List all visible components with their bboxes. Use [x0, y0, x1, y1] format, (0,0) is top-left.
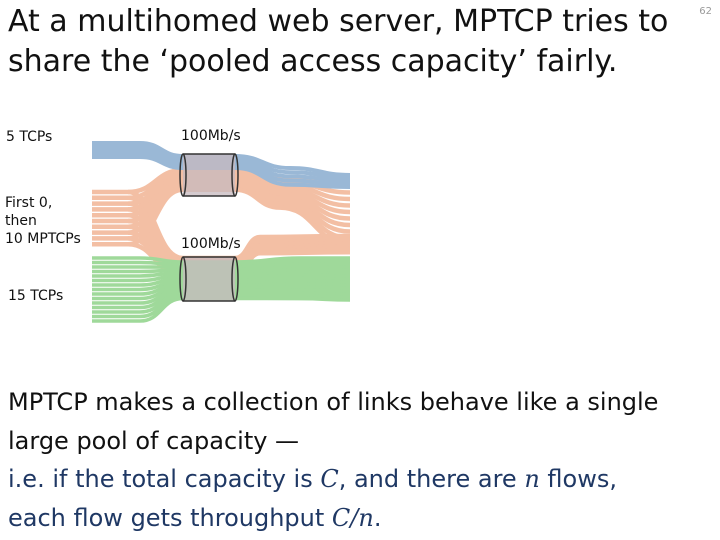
- link-top-body: [183, 154, 235, 196]
- slide-title: At a multihomed web server, MPTCP tries …: [8, 4, 669, 79]
- link-bottom-body: [183, 257, 235, 301]
- link-top-capacity: 100Mb/s: [181, 128, 241, 144]
- body-text: MPTCP makes a collection of links behave…: [8, 383, 713, 537]
- body-line-4: each flow gets throughput C/n.: [8, 503, 382, 532]
- body-line-2: large pool of capacity —: [8, 426, 300, 455]
- formula-c-over-n: C/n: [331, 503, 374, 532]
- label-mptcps: First 0, then 10 MPTCPs: [5, 194, 81, 248]
- slide-number: 62: [699, 6, 712, 17]
- label-mptcps-line-1: First 0,: [5, 195, 53, 211]
- label-15-tcps: 15 TCPs: [8, 288, 64, 304]
- link-bottom-capacity: 100Mb/s: [181, 236, 241, 252]
- body-line-1: MPTCP makes a collection of links behave…: [8, 388, 659, 416]
- label-mptcps-line-2: then: [5, 213, 37, 229]
- symbol-c: C: [320, 465, 339, 493]
- link-bottom: [179, 256, 239, 302]
- link-top: [179, 153, 239, 197]
- label-5-tcps: 5 TCPs: [6, 129, 53, 145]
- body-line-3: i.e. if the total capacity is C, and the…: [8, 465, 617, 493]
- label-mptcps-line-3: 10 MPTCPs: [5, 231, 81, 247]
- symbol-n: n: [524, 465, 540, 493]
